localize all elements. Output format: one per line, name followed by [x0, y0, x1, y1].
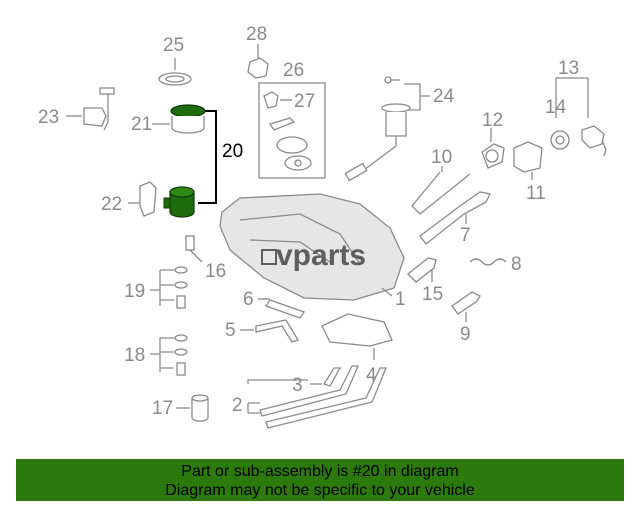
callout-7: 7	[460, 225, 471, 246]
callout-28: 28	[246, 24, 267, 45]
part-7-filler-neck[interactable]	[419, 191, 491, 245]
part-24-fuel-sender[interactable]	[344, 76, 430, 182]
part-20-fuel-pump-module[interactable]	[163, 110, 217, 218]
part-17-filter[interactable]	[176, 394, 209, 422]
callout-10: 10	[431, 147, 452, 168]
part-28-bracket[interactable]	[247, 44, 269, 79]
part-1-fuel-tank[interactable]	[219, 193, 405, 301]
callout-25: 25	[163, 35, 184, 56]
part-27-sender-unit[interactable]	[263, 91, 312, 171]
watermark-text: vparts	[276, 239, 366, 272]
part-14-gasket[interactable]	[550, 130, 570, 150]
part-18-grommets[interactable]	[150, 334, 188, 376]
callout-14: 14	[545, 97, 567, 118]
callout-13: 13	[558, 58, 579, 79]
callout-12: 12	[482, 110, 503, 131]
part-8-clamp[interactable]	[469, 258, 507, 266]
callout-27: 27	[294, 91, 315, 112]
part-12-filler-cap-ring[interactable]	[481, 128, 505, 169]
callout-17: 17	[152, 398, 173, 419]
part-3-tank-strap[interactable]	[310, 367, 342, 387]
callout-20: 20	[222, 141, 243, 162]
part-16-valve[interactable]	[185, 235, 203, 263]
callout-15: 15	[422, 284, 443, 305]
callout-22: 22	[101, 194, 122, 215]
part-5-protector[interactable]	[240, 319, 299, 343]
banner-line-1: Part or sub-assembly is #20 in diagram	[181, 463, 459, 480]
part-2-tank-strap[interactable]	[247, 365, 387, 429]
part-4-heat-shield[interactable]	[321, 313, 393, 360]
callout-4: 4	[366, 365, 377, 386]
part-25-gasket[interactable]	[158, 58, 192, 86]
watermark-logo: vparts	[261, 239, 366, 272]
part-13-fuel-cap[interactable]	[555, 77, 607, 157]
callout-3: 3	[292, 375, 303, 396]
part-6-protector[interactable]	[258, 298, 306, 319]
callout-6: 6	[243, 289, 254, 310]
callout-20-leader	[198, 110, 217, 204]
part-11-filler-housing[interactable]	[513, 141, 543, 180]
callout-11: 11	[526, 183, 546, 204]
part-10-vent-tube[interactable]	[411, 166, 471, 215]
part-9-hose[interactable]	[451, 291, 481, 322]
callout-9: 9	[460, 324, 471, 345]
callout-24: 24	[433, 86, 455, 107]
fuel-system-diagram: 25 28 26 27 23 21 22	[38, 24, 607, 429]
part-19-grommets[interactable]	[150, 266, 188, 309]
callout-19: 19	[124, 281, 145, 302]
info-banner: Part or sub-assembly is #20 in diagram D…	[16, 459, 624, 501]
callout-26: 26	[283, 60, 304, 81]
part-21-pump-ring[interactable]	[152, 104, 206, 134]
part-22-bracket[interactable]	[128, 181, 157, 217]
callout-16: 16	[205, 261, 226, 282]
callout-2: 2	[232, 395, 243, 416]
callout-18: 18	[124, 345, 145, 366]
part-15-hose[interactable]	[407, 257, 437, 283]
callout-23: 23	[38, 107, 59, 128]
part-23-sensor[interactable]	[66, 87, 115, 131]
callout-5: 5	[225, 320, 236, 341]
callout-21: 21	[131, 114, 152, 135]
callout-1: 1	[395, 289, 406, 310]
banner-line-2: Diagram may not be specific to your vehi…	[165, 482, 475, 499]
callout-8: 8	[511, 254, 522, 275]
